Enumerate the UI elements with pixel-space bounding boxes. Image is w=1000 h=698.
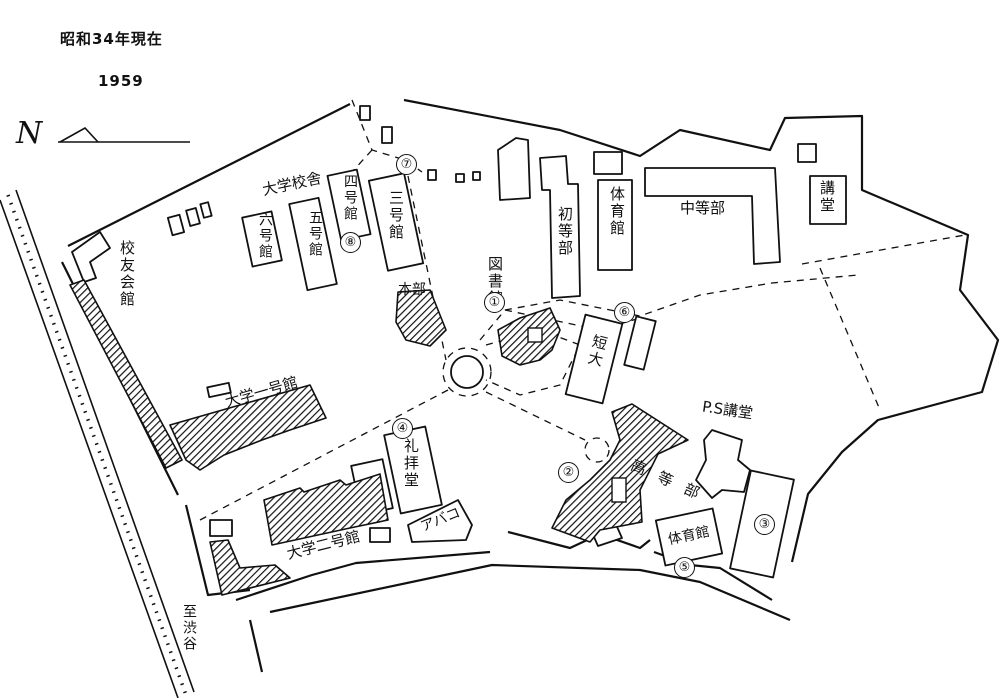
rokugo-building	[241, 210, 283, 268]
kotobu-building	[551, 403, 689, 543]
small-building	[381, 126, 393, 144]
small-building	[199, 201, 213, 219]
marker-1: ①	[484, 292, 505, 313]
small-building	[369, 527, 391, 543]
shotobu-building	[497, 137, 531, 201]
sango-building	[367, 172, 425, 272]
map-title-era: 昭和34年現在	[60, 30, 163, 48]
daigaku-ichigo-building	[169, 384, 327, 471]
small-building	[623, 315, 657, 371]
small-building	[206, 381, 232, 399]
map-title-year: 1959	[98, 72, 144, 90]
marker-2: ②	[558, 462, 579, 483]
koyukai-building	[71, 231, 111, 283]
small-building	[166, 213, 186, 237]
toshokan-court	[527, 327, 543, 343]
marker-6: ⑥	[614, 302, 635, 323]
label-koyukai: 校友会館	[118, 240, 136, 308]
gogo-building	[288, 196, 338, 292]
chutobu-building	[644, 167, 781, 265]
tandai-building	[564, 313, 624, 405]
label-rokugo: 六号館	[257, 212, 273, 260]
small-building	[185, 207, 201, 227]
kodo-building	[809, 175, 847, 225]
small-building	[209, 519, 233, 537]
small-building	[472, 171, 481, 181]
marker-4: ④	[392, 418, 413, 439]
label-sango: 三号館	[387, 190, 405, 241]
honbu-building	[395, 289, 447, 347]
label-kodo: 講堂	[818, 180, 836, 214]
kotobu-court	[611, 477, 627, 503]
label-raihaido: 礼拝堂	[402, 438, 420, 489]
marker-8: ⑧	[340, 232, 361, 253]
small-building	[797, 143, 817, 163]
long-hatched-building	[69, 279, 183, 469]
shotobu-building	[539, 155, 581, 299]
small-building	[455, 173, 465, 183]
small-building	[427, 169, 437, 181]
roundabout	[450, 355, 484, 389]
southwest-hatched-building	[209, 539, 291, 596]
marker-5: ⑤	[674, 557, 695, 578]
marker-7: ⑦	[396, 154, 417, 175]
taiikukan-building	[597, 179, 633, 271]
railway-track	[0, 189, 195, 698]
label-chutobu: 中等部	[680, 199, 726, 217]
label-to-shibuya: 至渋谷	[181, 604, 197, 652]
label-yongo: 四号館	[342, 174, 358, 222]
small-building	[359, 105, 371, 121]
label-gogo: 五号館	[307, 210, 323, 258]
label-shotobu: 初等部	[556, 206, 574, 257]
footpaths	[199, 99, 966, 521]
north-symbol: N	[16, 116, 43, 151]
marker-3: ③	[754, 514, 775, 535]
ps-kodo-building	[695, 429, 751, 499]
abako-building	[407, 499, 473, 543]
daigaku-nigo-building	[263, 473, 389, 546]
north-arrow	[58, 126, 190, 143]
label-taiikukan: 体育館	[608, 186, 626, 237]
taiikukan-building	[593, 151, 623, 175]
label-honbu: 本部	[398, 282, 426, 298]
taiikukan-hs-building	[654, 507, 724, 567]
